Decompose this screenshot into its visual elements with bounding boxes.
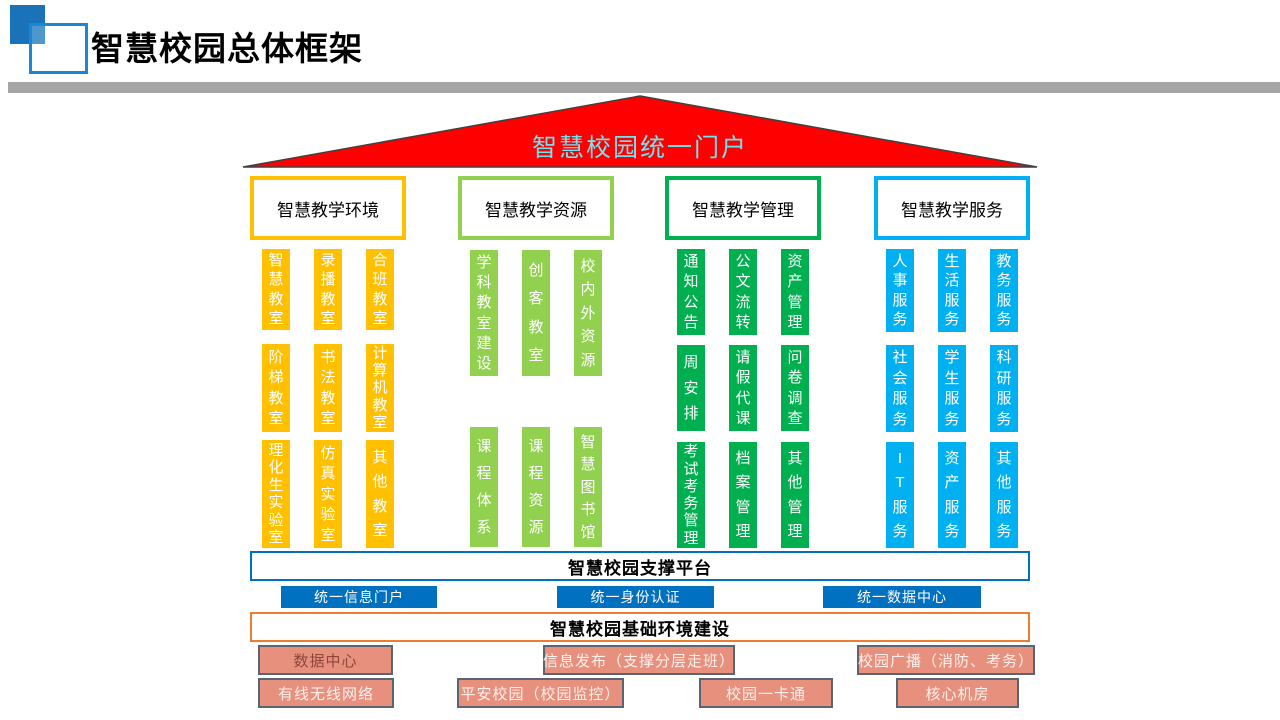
pillar: 课程资源 <box>522 427 550 547</box>
pillar: 档案管理 <box>729 442 757 548</box>
infrastructure-box: 核心机房 <box>896 678 1019 708</box>
pillar: 周安排 <box>677 345 705 431</box>
infrastructure-box: 校园一卡通 <box>699 678 833 708</box>
pillar: 智慧图书馆 <box>574 427 602 547</box>
infrastructure-band: 智慧校园基础环境建设 <box>250 612 1030 642</box>
decor-outline-square <box>29 23 88 74</box>
infrastructure-box: 校园广播（消防、考务） <box>857 645 1035 675</box>
section-header-teaching-environment: 智慧教学环境 <box>250 176 406 240</box>
infrastructure-box: 有线无线网络 <box>258 678 394 708</box>
roof-triangle <box>242 95 1038 168</box>
infrastructure-box: 信息发布（支撑分层走班） <box>543 645 735 675</box>
pillar: 录播教室 <box>314 249 342 330</box>
pillar: 仿真实验室 <box>314 440 342 548</box>
pillar: 公文流转 <box>729 249 757 335</box>
pillar: 问卷调查 <box>781 345 809 431</box>
platform-button: 统一数据中心 <box>823 586 981 608</box>
pillar: 通知公告 <box>677 249 705 335</box>
pillar: 请假代课 <box>729 345 757 431</box>
pillar: 课程体系 <box>470 427 498 547</box>
pillar: 书法教室 <box>314 344 342 432</box>
pillar: 其他教室 <box>366 440 394 548</box>
infrastructure-box: 平安校园（校园监控） <box>457 678 624 708</box>
section-header-teaching-services: 智慧教学服务 <box>874 176 1030 240</box>
decor-overlap-square <box>29 23 45 44</box>
pillar: 科研服务 <box>990 345 1018 432</box>
unified-portal-label: 智慧校园统一门户 <box>531 134 748 162</box>
pillar: 理化生实验室 <box>262 440 290 548</box>
pillar: 智慧教室 <box>262 249 290 330</box>
pillar: 生活服务 <box>938 249 966 332</box>
pillar: 阶梯教室 <box>262 344 290 432</box>
divider-bar <box>8 82 1280 93</box>
platform-button: 统一身份认证 <box>557 586 714 608</box>
page-title: 智慧校园总体框架 <box>91 30 363 67</box>
pillar: 教务服务 <box>990 249 1018 332</box>
pillar: 社会服务 <box>886 345 914 432</box>
pillar: 校内外资源 <box>574 250 602 376</box>
pillar: 合班教室 <box>366 249 394 330</box>
section-header-teaching-management: 智慧教学管理 <box>665 176 821 240</box>
pillar: 其他管理 <box>781 442 809 548</box>
pillar: 人事服务 <box>886 249 914 332</box>
platform-button: 统一信息门户 <box>281 586 437 608</box>
pillar: 其他服务 <box>990 442 1018 548</box>
section-header-teaching-resources: 智慧教学资源 <box>458 176 614 240</box>
pillar: 学生服务 <box>938 345 966 432</box>
pillar: 学科教室建设 <box>470 250 498 376</box>
infrastructure-box: 数据中心 <box>258 645 393 675</box>
support-platform-band: 智慧校园支撑平台 <box>250 551 1030 581</box>
pillar: 创客教室 <box>522 250 550 376</box>
pillar: 考试考务管理 <box>677 442 705 548</box>
pillar: 资产管理 <box>781 249 809 335</box>
pillar: 资产服务 <box>938 442 966 548</box>
pillar: 计算机教室 <box>366 344 394 432</box>
